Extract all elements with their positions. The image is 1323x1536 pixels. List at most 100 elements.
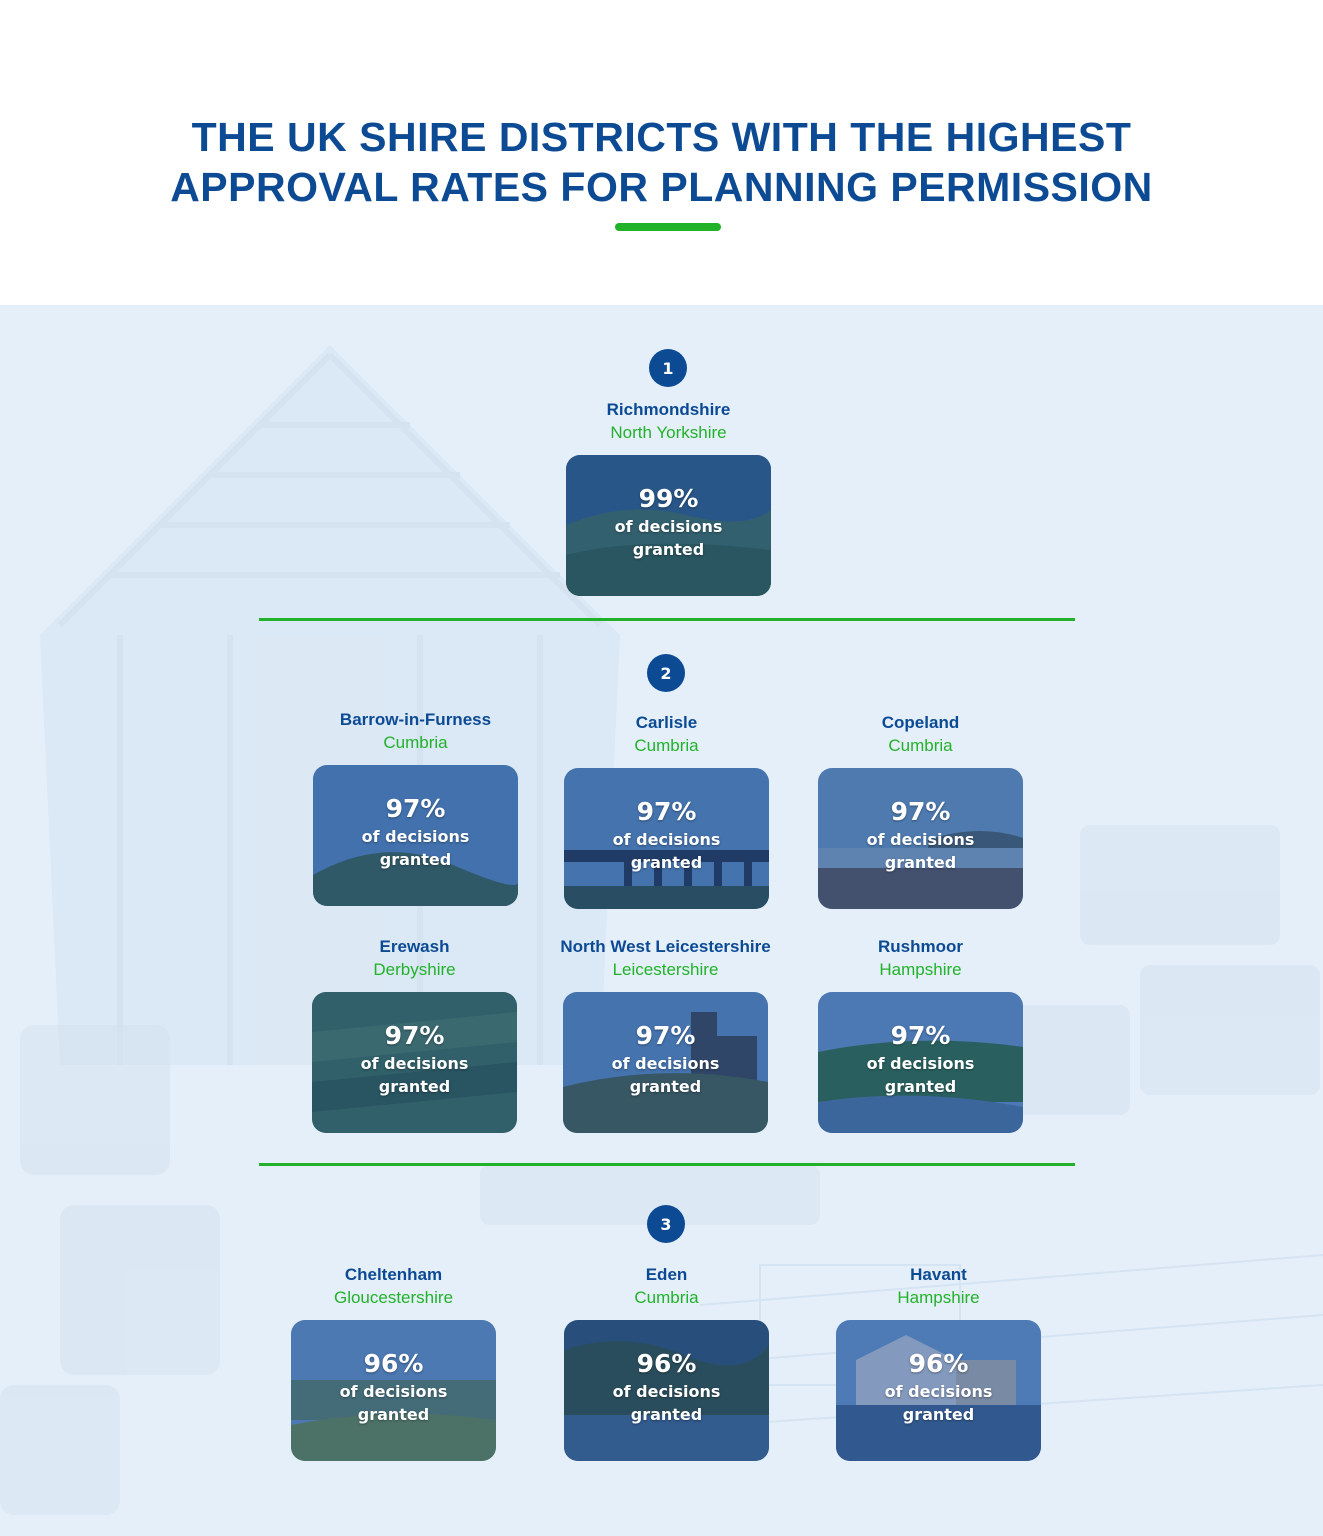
section-divider-2 [259, 1163, 1075, 1166]
district-card: 97% of decisions granted [563, 992, 768, 1133]
rate-label-line-2: granted [632, 540, 705, 559]
approval-rate: 97% [635, 1021, 696, 1050]
card-overlay [312, 992, 517, 1133]
rate-label-line-1: of decisions [614, 517, 723, 536]
district-name: Copeland [881, 713, 960, 732]
card-text: 97% of decisions granted [312, 1020, 517, 1098]
rate-label-line-2: granted [630, 1405, 703, 1424]
district-cheltenham: Cheltenham Gloucestershire 96% of decisi… [291, 1263, 496, 1461]
district-county: Cumbria [634, 1288, 699, 1307]
card-overlay [313, 765, 518, 906]
district-name: Eden [645, 1265, 688, 1284]
title-underline [615, 223, 721, 231]
district-name: Carlisle [635, 713, 698, 732]
header: THE UK SHIRE DISTRICTS WITH THE HIGHEST … [0, 0, 1323, 305]
rate-label-line-2: granted [357, 1405, 430, 1424]
card-overlay [836, 1320, 1041, 1461]
rate-label-line-2: granted [629, 1077, 702, 1096]
district-card: 96% of decisions granted [836, 1320, 1041, 1461]
river-meadow-photo [818, 992, 1023, 1133]
folly-ruin-photo [563, 992, 768, 1133]
rate-label-line-1: of decisions [612, 1382, 721, 1401]
district-rushmoor: Rushmoor Hampshire 97% of decisions gran… [818, 935, 1023, 1133]
river-woods-photo [564, 1320, 769, 1461]
rank-badge-2: 2 [647, 654, 685, 692]
approval-rate: 97% [384, 1021, 445, 1050]
card-text: 97% of decisions granted [564, 796, 769, 874]
district-erewash: Erewash Derbyshire 97% of decisions gran… [312, 935, 517, 1133]
approval-rate: 97% [385, 794, 446, 823]
rate-label-line-1: of decisions [360, 1054, 469, 1073]
rate-label-line-1: of decisions [611, 1054, 720, 1073]
district-eden: Eden Cumbria 96% of decisions granted [564, 1263, 769, 1461]
district-county: Cumbria [634, 736, 699, 755]
rate-label-line-2: granted [884, 1077, 957, 1096]
content-area: 1 Richmondshire North Yorkshire 99% of d… [0, 305, 1323, 1536]
approval-rate: 99% [638, 484, 699, 513]
district-name: Erewash [379, 937, 450, 956]
district-card: 96% of decisions granted [564, 1320, 769, 1461]
district-card: 96% of decisions granted [291, 1320, 496, 1461]
harbour-cottages-photo [836, 1320, 1041, 1461]
district-name: Cheltenham [344, 1265, 443, 1284]
approval-rate: 97% [890, 797, 951, 826]
district-copeland: Copeland Cumbria 97% of decisions grante… [818, 711, 1023, 909]
coastal-hill-photo [313, 765, 518, 906]
rate-label-line-1: of decisions [612, 830, 721, 849]
district-name: Havant [910, 1265, 967, 1284]
district-north-west-leicestershire: North West Leicestershire Leicestershire… [560, 935, 771, 1133]
district-county: Derbyshire [373, 960, 456, 979]
card-text: 99% of decisions granted [566, 483, 771, 561]
district-richmondshire: Richmondshire North Yorkshire 99% of dec… [566, 398, 771, 596]
rate-label-line-2: granted [630, 853, 703, 872]
district-card: 97% of decisions granted [312, 992, 517, 1133]
title-line-2: APPROVAL RATES FOR PLANNING PERMISSION [170, 164, 1153, 210]
district-name: Richmondshire [606, 400, 731, 419]
district-card: 97% of decisions granted [818, 992, 1023, 1133]
card-text: 97% of decisions granted [563, 1020, 768, 1098]
rate-label-line-1: of decisions [884, 1382, 993, 1401]
card-overlay [566, 455, 771, 596]
viaduct-photo [564, 768, 769, 909]
district-county: Hampshire [879, 960, 962, 979]
district-havant: Havant Hampshire 96% of decisions grante… [836, 1263, 1041, 1461]
title-line-1: THE UK SHIRE DISTRICTS WITH THE HIGHEST [191, 114, 1132, 160]
district-county: Leicestershire [612, 960, 719, 979]
card-text: 96% of decisions granted [291, 1348, 496, 1426]
card-text: 97% of decisions granted [818, 796, 1023, 874]
section-divider-1 [259, 618, 1075, 621]
card-overlay [818, 768, 1023, 909]
card-text: 96% of decisions granted [836, 1348, 1041, 1426]
rate-label-line-2: granted [378, 1077, 451, 1096]
district-county: Gloucestershire [333, 1288, 454, 1307]
district-barrow-in-furness: Barrow-in-Furness Cumbria 97% of decisio… [313, 708, 518, 906]
approval-rate: 97% [636, 797, 697, 826]
card-overlay [564, 1320, 769, 1461]
page-title: THE UK SHIRE DISTRICTS WITH THE HIGHEST … [0, 112, 1323, 212]
card-text: 96% of decisions granted [564, 1348, 769, 1426]
district-county: North Yorkshire [610, 423, 727, 442]
rate-label-line-2: granted [902, 1405, 975, 1424]
approval-rate: 97% [890, 1021, 951, 1050]
card-overlay [291, 1320, 496, 1461]
rate-label-line-1: of decisions [361, 827, 470, 846]
approval-rate: 96% [363, 1349, 424, 1378]
rate-label-line-1: of decisions [866, 830, 975, 849]
rank-badge-1: 1 [649, 349, 687, 387]
district-card: 97% of decisions granted [564, 768, 769, 909]
rank-badge-3: 3 [647, 1205, 685, 1243]
card-text: 97% of decisions granted [313, 793, 518, 871]
district-card: 97% of decisions granted [313, 765, 518, 906]
district-name: Rushmoor [878, 937, 963, 956]
card-overlay [818, 992, 1023, 1133]
approval-rate: 96% [636, 1349, 697, 1378]
hilltop-view-photo [291, 1320, 496, 1461]
district-carlisle: Carlisle Cumbria 97% of decisions grante… [564, 711, 769, 909]
district-county: Hampshire [897, 1288, 980, 1307]
approval-rate: 96% [908, 1349, 969, 1378]
card-overlay [563, 992, 768, 1133]
district-name: Barrow-in-Furness [339, 710, 492, 729]
district-name: North West Leicestershire [560, 937, 771, 956]
card-text: 97% of decisions granted [818, 1020, 1023, 1098]
rate-label-line-1: of decisions [339, 1382, 448, 1401]
